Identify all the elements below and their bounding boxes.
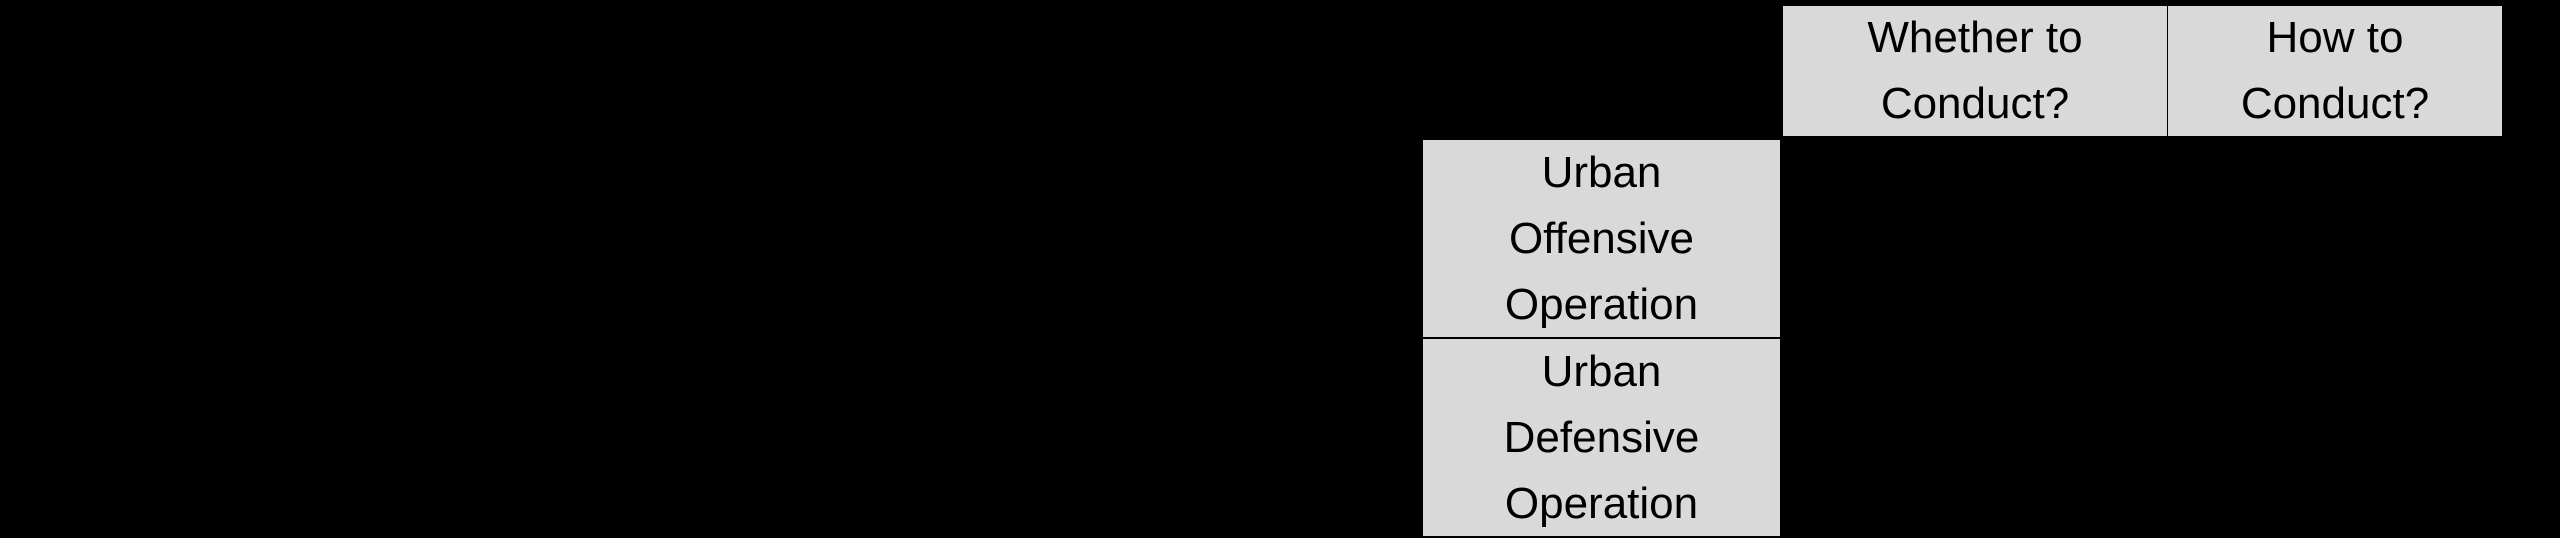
matrix-cell-offensive-whether <box>1783 140 2167 337</box>
column-header-whether: Whether to Conduct? <box>1783 6 2167 136</box>
matrix-cell-defensive-whether <box>1783 339 2167 536</box>
matrix-cell-defensive-how <box>2168 339 2502 536</box>
row-header-offensive: Urban Offensive Operation <box>1423 140 1780 337</box>
row-header-defensive: Urban Defensive Operation <box>1423 339 1780 536</box>
column-header-how: How to Conduct? <box>2168 6 2502 136</box>
matrix-cell-offensive-how <box>2168 140 2502 337</box>
